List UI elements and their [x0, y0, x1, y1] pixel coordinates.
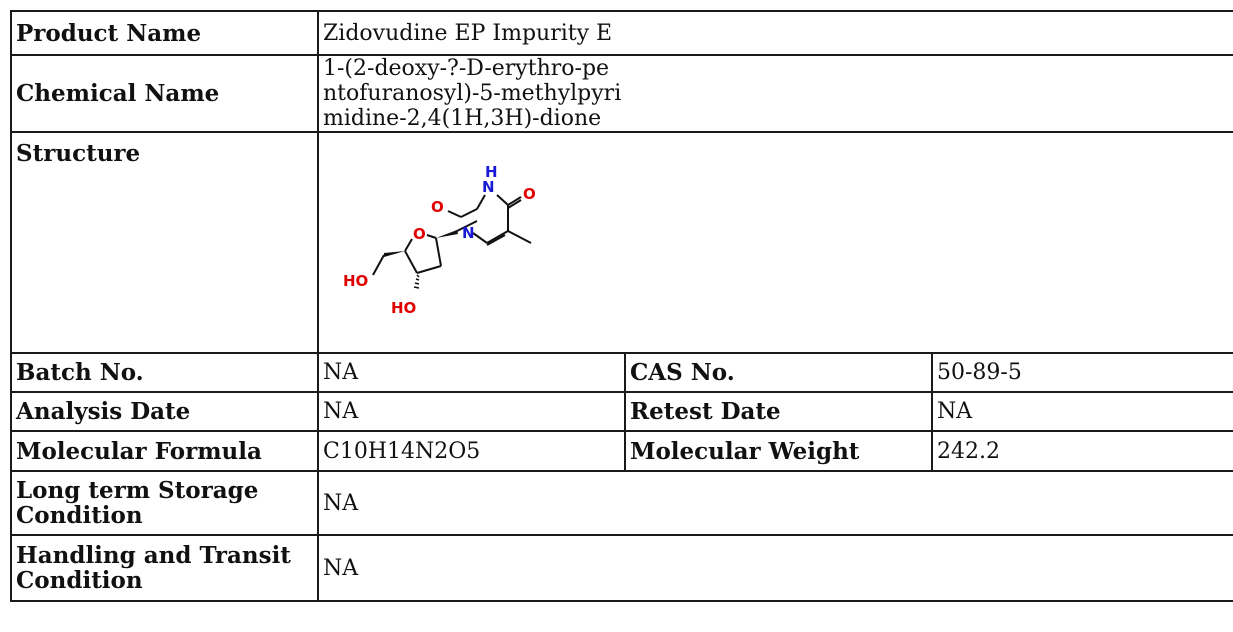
atom-o-right: O: [523, 185, 536, 203]
molecular-formula-label: Molecular Formula: [10, 430, 319, 472]
product-name-value: Zidovudine EP Impurity E: [316, 10, 1233, 56]
handling-value: NA: [316, 534, 1233, 602]
atom-n-top: N: [482, 178, 495, 196]
chemical-name-value: 1-(2-deoxy-?-D-erythro-pentofuranosyl)-5…: [323, 56, 622, 131]
row-product-name: Product Name Zidovudine EP Impurity E: [10, 10, 1233, 56]
analysis-date-value: NA: [317, 391, 626, 432]
cas-no-value: 50-89-5: [930, 352, 1233, 393]
batch-no-value: NA: [317, 352, 626, 393]
chemical-structure-image: O N H O N O HO HO: [343, 163, 536, 317]
storage-label: Long term Storage Condition: [10, 470, 319, 536]
retest-date-label: Retest Date: [624, 391, 933, 432]
product-spec-table: Product Name Zidovudine EP Impurity E Ch…: [10, 10, 1233, 602]
product-name-label: Product Name: [10, 10, 319, 56]
storage-value: NA: [316, 470, 1233, 536]
row-chemical-name: Chemical Name 1-(2-deoxy-?-D-erythro-pen…: [10, 54, 1233, 133]
row-structure: Structure: [10, 131, 1233, 354]
analysis-date-label: Analysis Date: [10, 391, 319, 432]
atom-ho-left: HO: [343, 272, 368, 290]
molecular-formula-value: C10H14N2O5: [317, 430, 626, 472]
atom-o-left: O: [431, 198, 444, 216]
atom-n-ring: N: [462, 224, 475, 242]
retest-date-value: NA: [930, 391, 1233, 432]
row-dates: Analysis Date NA Retest Date NA: [10, 391, 1233, 432]
row-storage: Long term Storage Condition NA: [10, 470, 1233, 536]
row-handling: Handling and Transit Condition NA: [10, 534, 1233, 602]
molecular-weight-value: 242.2: [930, 430, 1233, 472]
atom-h-top: H: [485, 163, 498, 181]
structure-label: Structure: [10, 131, 319, 354]
batch-no-label: Batch No.: [10, 352, 319, 393]
atom-ho-bottom: HO: [391, 299, 416, 317]
row-batch-cas: Batch No. NA CAS No. 50-89-5: [10, 352, 1233, 393]
handling-label: Handling and Transit Condition: [10, 534, 319, 602]
row-formula-weight: Molecular Formula C10H14N2O5 Molecular W…: [10, 430, 1233, 472]
molecular-weight-label: Molecular Weight: [624, 430, 933, 472]
atom-o-ring: O: [413, 225, 426, 243]
chemical-name-label: Chemical Name: [10, 54, 319, 133]
cas-no-label: CAS No.: [624, 352, 933, 393]
